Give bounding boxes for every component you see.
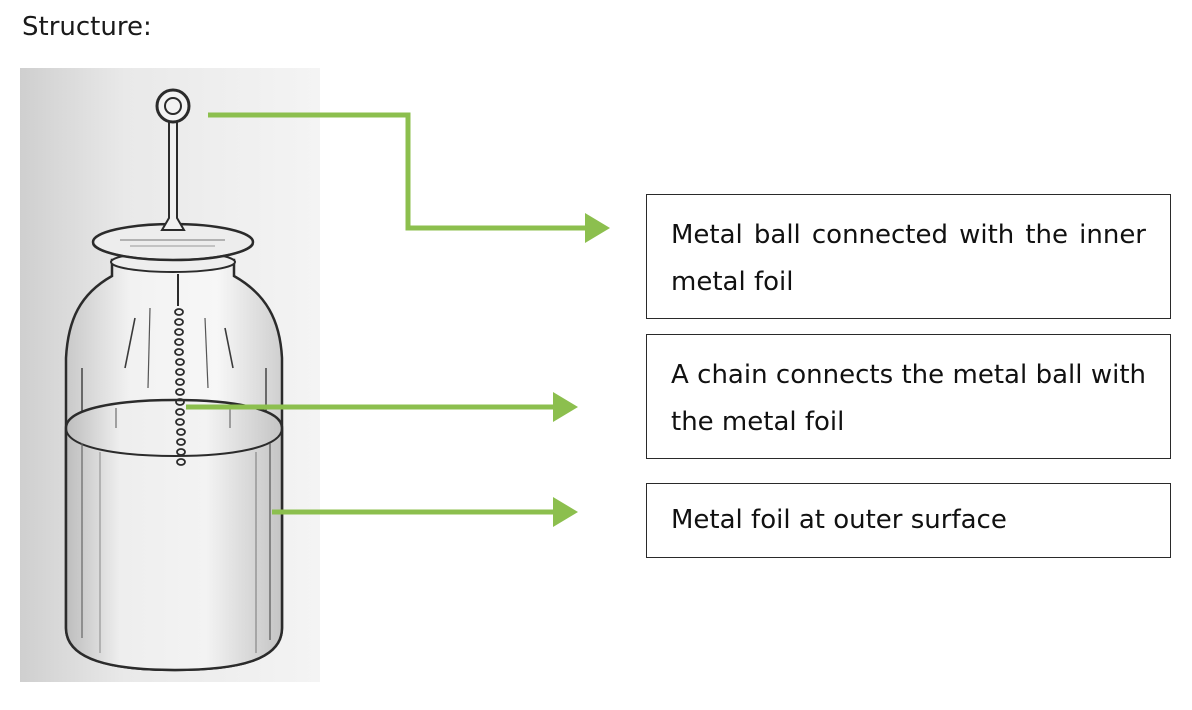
label-box-outer-foil: Metal foil at outer surface xyxy=(646,483,1171,558)
arrowhead-ball xyxy=(585,213,610,243)
leyden-jar-illustration xyxy=(20,68,320,682)
metal-ball xyxy=(155,88,191,124)
arrow-ball xyxy=(208,112,588,231)
metal-chain xyxy=(174,274,186,466)
diagram-heading: Structure: xyxy=(22,12,152,42)
label-box-chain: A chain connects the metal ball with the… xyxy=(646,334,1171,459)
label-box-metal-ball: Metal ball connected with the inner meta… xyxy=(646,194,1171,319)
jar-lid xyxy=(91,222,255,262)
label-chain: A chain connects the metal ball with the… xyxy=(671,360,1146,437)
arrowhead-outer-foil xyxy=(553,497,578,527)
outer-metal-foil xyxy=(64,398,284,672)
label-outer-foil: Metal foil at outer surface xyxy=(671,505,1007,535)
label-metal-ball: Metal ball connected with the inner meta… xyxy=(671,220,1146,297)
arrowhead-chain xyxy=(553,392,578,422)
